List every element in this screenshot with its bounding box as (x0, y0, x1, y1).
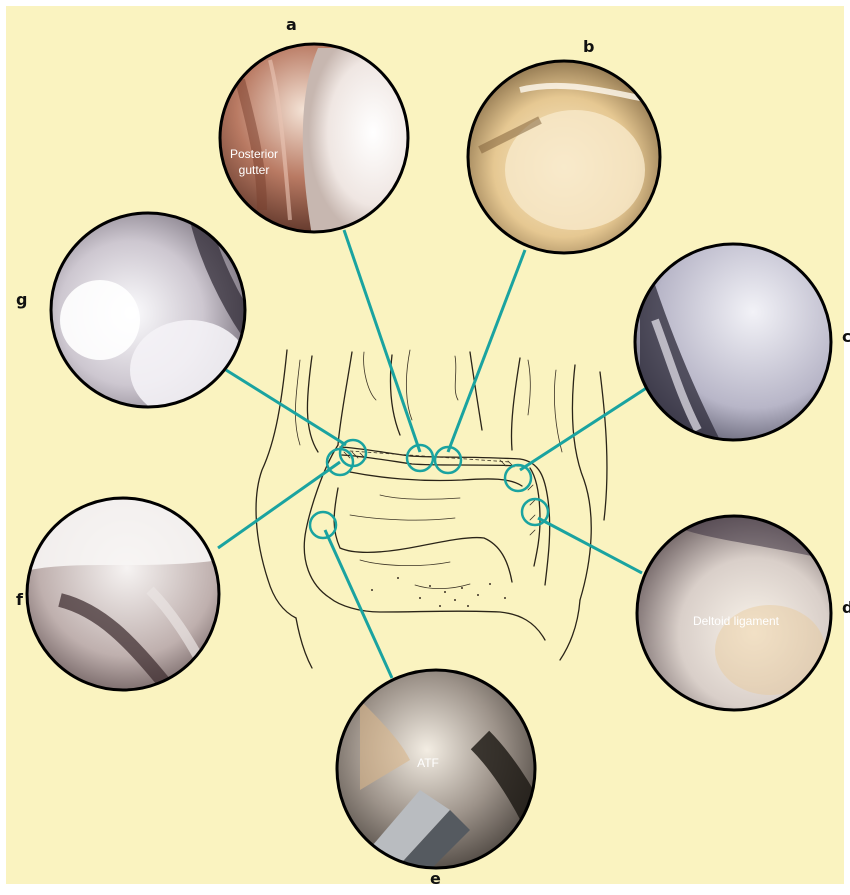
caption-e: ATF (417, 756, 439, 770)
letter-g: g (16, 290, 27, 309)
letter-e: e (430, 869, 441, 888)
caption-d: Deltoid ligament (693, 614, 780, 628)
caption-a-line-2: gutter (239, 163, 270, 177)
letter-a: a (286, 15, 297, 34)
scope-view-c (633, 242, 833, 442)
letter-c: c (842, 327, 850, 346)
letter-b: b (583, 37, 594, 56)
letter-d: d (842, 598, 850, 617)
letter-f: f (16, 590, 24, 609)
caption-a-line-1: Posterior (230, 147, 278, 161)
